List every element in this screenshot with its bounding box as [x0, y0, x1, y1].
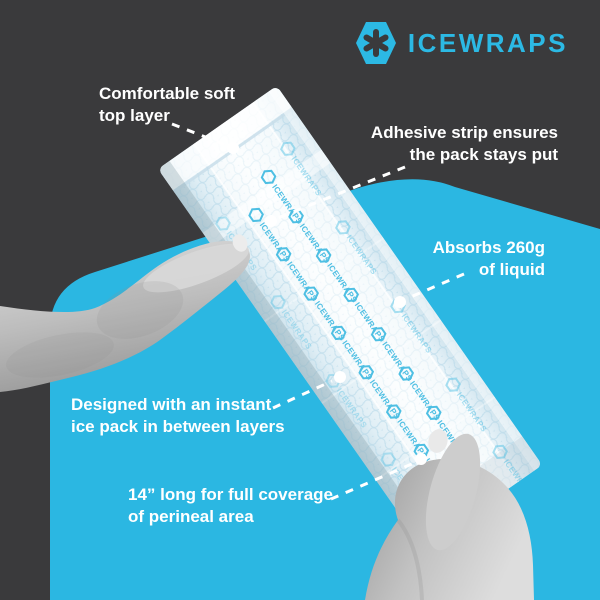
leader-line-adhesive: [277, 165, 406, 220]
leader-lines: [171, 122, 465, 501]
adhesive-strip: [202, 149, 331, 246]
thumbnail-right: [428, 429, 448, 453]
callout-instant-ice-pack: Designed with an instant ice pack in bet…: [71, 395, 285, 436]
callout-length-coverage: 14” long for full coverage of perineal a…: [128, 485, 333, 526]
thumb-left: [143, 243, 249, 293]
ice-pack: ICEWRAPS ICEWRAPS ICEWRAPS ICEWRAPS ICEW…: [157, 85, 543, 549]
brand-name: ICEWRAPS: [407, 27, 568, 58]
callout-dot-instant: [334, 371, 346, 383]
hand-left: [0, 234, 250, 392]
leader-line-top-layer: [171, 122, 227, 147]
snowflake-hexagon-icon: [355, 22, 396, 64]
hand-right: [365, 429, 534, 600]
leader-line-absorbs: [405, 272, 465, 301]
callout-dot-adhesive: [265, 215, 277, 227]
callout-dot-length: [415, 453, 427, 465]
leader-line-instant: [272, 379, 333, 410]
callout-dots: [227, 142, 427, 465]
thumbnail-left: [232, 234, 248, 252]
callout-absorbs-liquid: Absorbs 260g of liquid: [432, 238, 545, 279]
soft-top-layer-flap: [157, 85, 292, 191]
callout-adhesive-strip: Adhesive strip ensures the pack stays pu…: [370, 123, 558, 164]
callout-top-layer: Comfortable soft top layer: [99, 84, 235, 125]
thumb-right: [425, 433, 481, 551]
brand-logo: ICEWRAPS: [355, 20, 568, 66]
callout-dot-absorbs: [394, 296, 406, 308]
callout-dot-top-layer: [227, 142, 239, 154]
